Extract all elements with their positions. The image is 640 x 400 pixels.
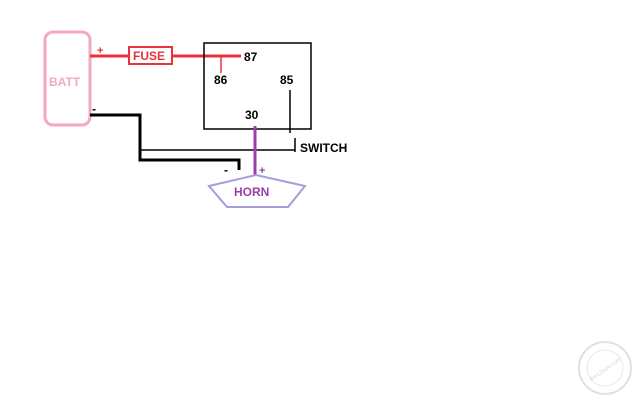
switch-wire: SWITCH bbox=[140, 90, 347, 155]
ground-wire-path bbox=[90, 113, 241, 170]
relay: 87 86 85 30 bbox=[203, 42, 312, 130]
fuse-label: FUSE bbox=[133, 49, 165, 63]
battery-negative-sign: - bbox=[92, 102, 96, 116]
ground-wire: - bbox=[90, 113, 241, 177]
horn-label: HORN bbox=[234, 185, 269, 199]
battery-positive-sign: + bbox=[97, 45, 103, 57]
watermark-ring bbox=[578, 341, 632, 395]
watermark-logo: the12volt.com bbox=[578, 341, 632, 395]
battery-label: BATT bbox=[49, 75, 81, 89]
horn-negative-sign: - bbox=[224, 163, 228, 177]
switch-label: SWITCH bbox=[300, 141, 347, 155]
relay-pin-87: 87 bbox=[244, 50, 258, 64]
horn: HORN bbox=[207, 173, 307, 208]
fuse-body bbox=[128, 46, 173, 65]
horn-body bbox=[207, 173, 307, 208]
horn-wire: + bbox=[253, 126, 265, 177]
power-wire bbox=[90, 54, 241, 73]
relay-box bbox=[203, 42, 312, 130]
relay-pin-86: 86 bbox=[214, 73, 228, 87]
horn-positive-sign: + bbox=[259, 165, 265, 177]
relay-pin-30: 30 bbox=[245, 108, 259, 122]
fuse: FUSE bbox=[128, 46, 173, 65]
relay-pin-85: 85 bbox=[280, 73, 294, 87]
battery: BATT + - bbox=[43, 30, 103, 127]
watermark-inner-ring bbox=[586, 349, 624, 387]
battery-body bbox=[43, 30, 92, 127]
watermark-text: the12volt.com bbox=[589, 357, 623, 383]
